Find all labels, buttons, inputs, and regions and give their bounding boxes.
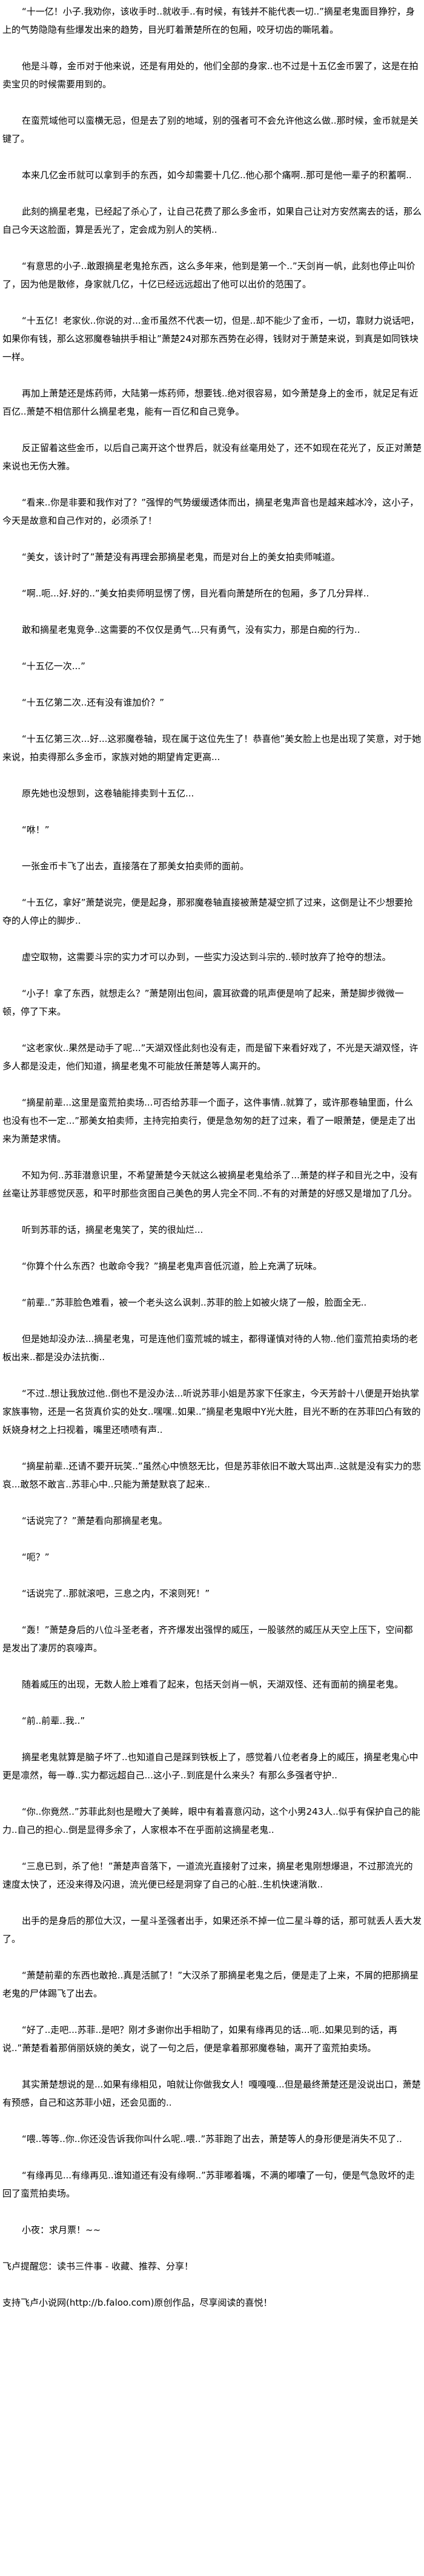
paragraph: “不过..想让我放过他..倒也不是没办法...听说苏菲小姐是苏家下任家主，今天芳…: [2, 1388, 421, 1435]
footer-support-link[interactable]: 支持飞卢小说网(http://b.faloo.com)原创作品，尽享阅读的喜悦！: [2, 2297, 273, 2308]
paragraph: “有意思的小子..敢跟摘星老鬼抢东西，这么多年来，他到是第一个..”天剑肖一帆，…: [2, 261, 416, 290]
paragraph: “摘星前辈..还请不要开玩笑..”虽然心中愤怒无比，但是苏菲依旧不敢大骂出声..…: [2, 1461, 422, 1490]
paragraph: 此刻的摘星老鬼，已经起了杀心了，让自己花费了那么多金币，如果自己让对方安然离去的…: [2, 206, 422, 235]
paragraph: “摘星前辈...这里是蛮荒拍卖场...可否给苏菲一个面子，这件事情..就算了，或…: [2, 1097, 416, 1144]
paragraph: 在蛮荒域他可以蛮横无忌，但是去了别的地域，别的强者可不会允许他这么做..那时候，…: [2, 115, 419, 144]
chapter-body: “十一亿！小子.我劝你，该收手时..就收手..有时候，有钱并不能代表一切..”摘…: [2, 2, 422, 2308]
paragraph: “美女，该计时了”萧楚没有再理会那摘星老鬼，而是对台上的美女拍卖师喊道。: [22, 552, 340, 562]
paragraph: “轰！”萧楚身后的八位斗圣老者，齐齐爆发出强悍的威压，一股骇然的威压从天空上压下…: [2, 1624, 413, 1653]
paragraph: “呃？”: [22, 1552, 50, 1563]
paragraph: “你..你竟然..”苏菲此刻也是瞪大了美眸，眼中有着喜意闪动，这个小男243人.…: [2, 1806, 420, 1835]
paragraph: “话说完了..那就滚吧，三息之内，不滚则死！”: [22, 1588, 210, 1599]
paragraph: 随着威压的出现，无数人脸上难看了起来，包括天剑肖一帆，天湖双怪、还有面前的摘星老…: [22, 1679, 404, 1690]
paragraph: 虚空取物，这需要斗宗的实力才可以办到，一些实力没达到斗宗的..顿时放弃了抢夺的想…: [22, 952, 391, 963]
paragraph: “十一亿！小子.我劝你，该收手时..就收手..有时候，有钱并不能代表一切..”摘…: [2, 6, 415, 35]
paragraph: “有缘再见...有缘再见..谁知道还有没有缘啊..”苏菲嘟着嘴，不满的嘟囔了一句…: [2, 2170, 415, 2199]
paragraph: 出手的是身后的那位大汉，一星斗圣强者出手，如果还杀不掉一位二星斗尊的话，那可就丢…: [2, 1915, 422, 1944]
paragraph: “话说完了？”萧楚看向那摘星老鬼。: [22, 1515, 168, 1526]
paragraph: “三息已到，杀了他！”萧楚声音落下，一道流光直接射了过来，摘星老鬼刚想爆退，不过…: [2, 1861, 413, 1890]
paragraph: “小子！拿了东西，就想走么？”萧楚刚出包间，震耳欲聋的吼声便是响了起来，萧楚脚步…: [2, 988, 404, 1017]
paragraph: 但是她却没办法...摘星老鬼，可是连他们蛮荒城的城主，都得谨慎对待的人物..他们…: [2, 1333, 418, 1363]
paragraph: 本来几亿金币就可以拿到手的东西，如今却需要十几亿..他心那个痛啊..那可是他一辈…: [22, 170, 412, 181]
paragraph: “前..前辈..我..”: [22, 1715, 85, 1726]
paragraph: “十五亿第三次...好...这邪魔卷轴，现在属于这位先生了！恭喜他”美女脸上也是…: [2, 733, 422, 762]
paragraph: “十五亿，拿好”萧楚说完，便是起身，那邪魔卷轴直接被萧楚凝空抓了过来，这倒是让不…: [2, 897, 413, 926]
paragraph: 听到苏菲的话，摘星老鬼笑了，笑的很灿烂...: [22, 1224, 204, 1235]
paragraph: “咻！”: [22, 824, 50, 835]
paragraph: 再加上萧楚还是炼药师，大陆第一炼药师，想要钱..绝对很容易，如今萧楚身上的金币，…: [2, 388, 419, 417]
paragraph: 反正留着这些金币，以后自己离开这个世界后，就没有丝毫用处了，还不如现在花光了，反…: [2, 442, 422, 472]
paragraph: 一张金币卡飞了出去，直接落在了那美女拍卖师的面前。: [22, 861, 250, 872]
paragraph: “好了..走吧...苏菲..是吧？刚才多谢你出手相助了，如果有缘再见的话...呃…: [2, 2024, 397, 2054]
paragraph: 小夜：求月票！~~: [22, 2224, 101, 2235]
chapter-paragraphs: “十一亿！小子.我劝你，该收手时..就收手..有时候，有钱并不能代表一切..”摘…: [2, 2, 422, 2239]
footer-reminder: 飞卢提醒您：读书三件事 - 收藏、推荐、分享！: [2, 2261, 193, 2272]
paragraph: “十五亿一次...”: [22, 661, 85, 672]
paragraph: “十五亿！老家伙..你说的对...金币虽然不代表一切，但是..却不能少了金币，一…: [2, 315, 420, 362]
paragraph: “萧楚前辈的东西也敢抢..真是活腻了！”大汉杀了那摘星老鬼之后，便是走了上来，不…: [2, 1970, 419, 1999]
paragraph: 敢和摘星老鬼竞争..这需要的不仅仅是勇气...只有勇气，没有实力，那是白痴的行为…: [22, 624, 360, 635]
paragraph: 摘星老鬼就算是脑子坏了..也知道自己是踩到铁板上了，感觉着八位老者身上的威压，摘…: [2, 1752, 419, 1781]
paragraph: 原先她也没想到，这卷轴能排卖到十五亿...: [22, 788, 194, 799]
paragraph: “看来..你是非要和我作对了？”强悍的气势缓缓透体而出，摘星老鬼声音也是越来越冰…: [2, 497, 419, 526]
paragraph: “啊..呃...好.好的..”美女拍卖师明显愣了愣，目光看向萧楚所在的包厢，多了…: [22, 588, 369, 599]
paragraph: “喂..等等..你..你还没告诉我你叫什么呢..喂..”苏菲跑了出去，萧楚等人的…: [22, 2134, 402, 2144]
paragraph: 不知为何..苏菲潜意识里，不希望萧楚今天就这么被摘星老鬼给杀了...萧楚的样子和…: [2, 1170, 418, 1199]
paragraph: “十五亿第二次..还有没有谁加价？”: [22, 697, 165, 708]
paragraph: 其实萧楚想说的是...如果有缘相见，咱就让你做我女人！嘎嘎嘎...但是最终萧楚还…: [2, 2079, 421, 2108]
paragraph: “前辈..”苏菲脸色难看，被一个老头这么讽刺..苏菲的脸上如被火烧了一般，脸面全…: [22, 1297, 367, 1308]
paragraph: “你算个什么东西？也敢命令我？”摘星老鬼声音低沉道，脸上充满了玩味。: [22, 1261, 322, 1272]
paragraph: “这老家伙..果然是动手了呢...”天湖双怪此刻也没有走，而是留下来看好戏了，不…: [2, 1043, 419, 1072]
paragraph: 他是斗尊，金币对于他来说，还是有用处的，他们全部的身家..也不过是十五亿金币罢了…: [2, 61, 419, 90]
